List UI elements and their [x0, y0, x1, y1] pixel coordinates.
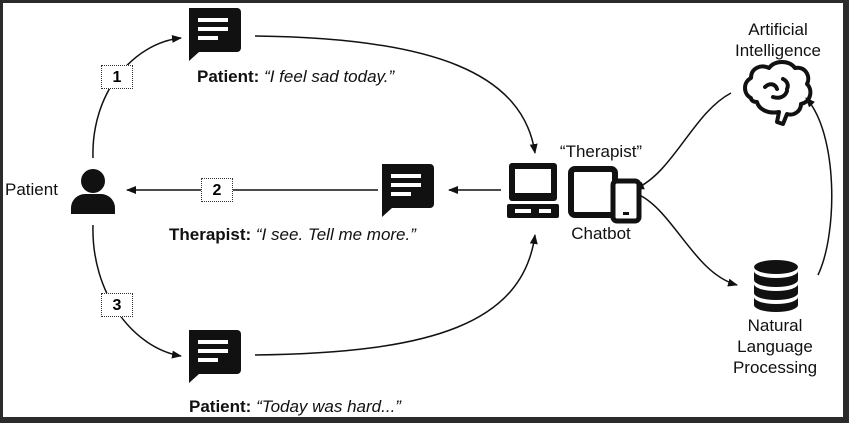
patient-label: Patient — [5, 180, 58, 199]
diagram-graphics — [71, 8, 833, 383]
database-icon — [754, 260, 798, 312]
step-3-label: 3 — [101, 293, 133, 317]
message-2: Therapist: “I see. Tell me more.” — [169, 225, 416, 245]
step-1-label: 1 — [101, 65, 133, 89]
arrow-ai-to-chatbot — [634, 92, 732, 190]
message-1-speaker: Patient: — [197, 67, 260, 86]
mobile-devices-icon — [568, 166, 642, 224]
arrow-nlp-to-ai — [805, 97, 833, 276]
arrow-patient-to-message-1 — [92, 34, 182, 159]
message-3: Patient: “Today was hard...” — [189, 397, 401, 417]
person-icon — [71, 169, 115, 214]
chatbot-label: Chatbot — [551, 223, 651, 244]
arrow-chatbot-to-nlp — [634, 192, 738, 287]
message-3-text: “Today was hard...” — [256, 397, 401, 416]
brain-icon — [743, 60, 813, 126]
message-2-speaker: Therapist: — [169, 225, 252, 244]
ai-label-line-1: Artificial — [748, 20, 808, 39]
nlp-label: Natural Language Processing — [715, 315, 835, 378]
desktop-computer-icon — [507, 163, 559, 218]
ai-label-line-2: Intelligence — [734, 41, 821, 60]
arrow-patient-to-message-3 — [92, 224, 182, 359]
chat-bubble-icon — [189, 330, 241, 383]
chat-bubble-icon — [382, 164, 434, 217]
therapist-label: “Therapist” — [551, 141, 651, 162]
nlp-label-line-1: Natural — [747, 316, 803, 335]
therapist-label-line-1: “Therapist” — [559, 142, 643, 161]
message-2-text: “I see. Tell me more.” — [255, 225, 416, 244]
step-2-label: 2 — [201, 178, 233, 202]
diagram-canvas: 1 2 3 Patient: “I feel sad today.” Thera… — [3, 3, 843, 417]
nlp-label-line-2: Language — [737, 337, 813, 356]
chat-bubble-icon — [189, 8, 241, 61]
nlp-label-line-3: Processing — [732, 358, 818, 377]
ai-label: Artificial Intelligence — [715, 19, 841, 61]
arrow-message-3-to-chatbot — [254, 234, 538, 356]
message-1-text: “I feel sad today.” — [264, 67, 395, 86]
message-3-speaker: Patient: — [189, 397, 252, 416]
chatbot-label-line-1: Chatbot — [571, 224, 631, 243]
message-1: Patient: “I feel sad today.” — [197, 67, 394, 87]
arrow-message-1-to-chatbot — [254, 35, 538, 154]
